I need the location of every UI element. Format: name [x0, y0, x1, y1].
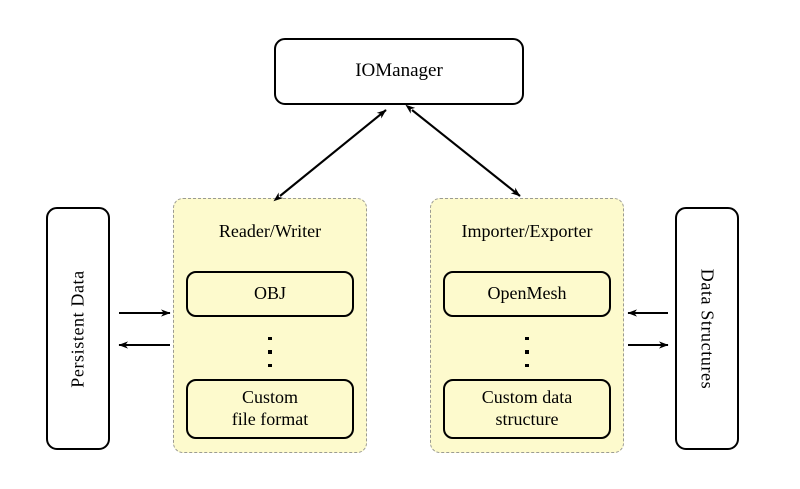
connector-manager-importer-exporter: [405, 104, 521, 197]
ellipsis-importer-exporter: [431, 337, 623, 367]
node-iomanager[interactable]: IOManager: [274, 38, 524, 105]
ellipsis-dot: [268, 363, 272, 367]
ellipsis-reader-writer: [174, 337, 366, 367]
ellipsis-dot: [525, 363, 529, 367]
group-importer-exporter-title: Importer/Exporter: [461, 221, 593, 241]
ellipsis-dot: [268, 337, 272, 341]
item-obj-label: OBJ: [253, 283, 286, 304]
node-persistent-data-label: Persistent Data: [67, 269, 88, 388]
node-persistent-data[interactable]: Persistent Data: [46, 207, 110, 450]
item-obj[interactable]: OBJ: [186, 271, 354, 317]
group-reader-writer-title: Reader/Writer: [218, 221, 322, 241]
node-data-structures[interactable]: Data Structures: [675, 207, 739, 450]
item-openmesh[interactable]: OpenMesh: [443, 271, 611, 317]
node-iomanager-label: IOManager: [355, 60, 443, 82]
ellipsis-dot: [268, 350, 272, 354]
node-data-structures-label: Data Structures: [697, 268, 718, 389]
item-openmesh-label: OpenMesh: [487, 283, 567, 304]
connector-manager-reader-writer: [273, 109, 387, 202]
ellipsis-dot: [525, 337, 529, 341]
ellipsis-dot: [525, 350, 529, 354]
